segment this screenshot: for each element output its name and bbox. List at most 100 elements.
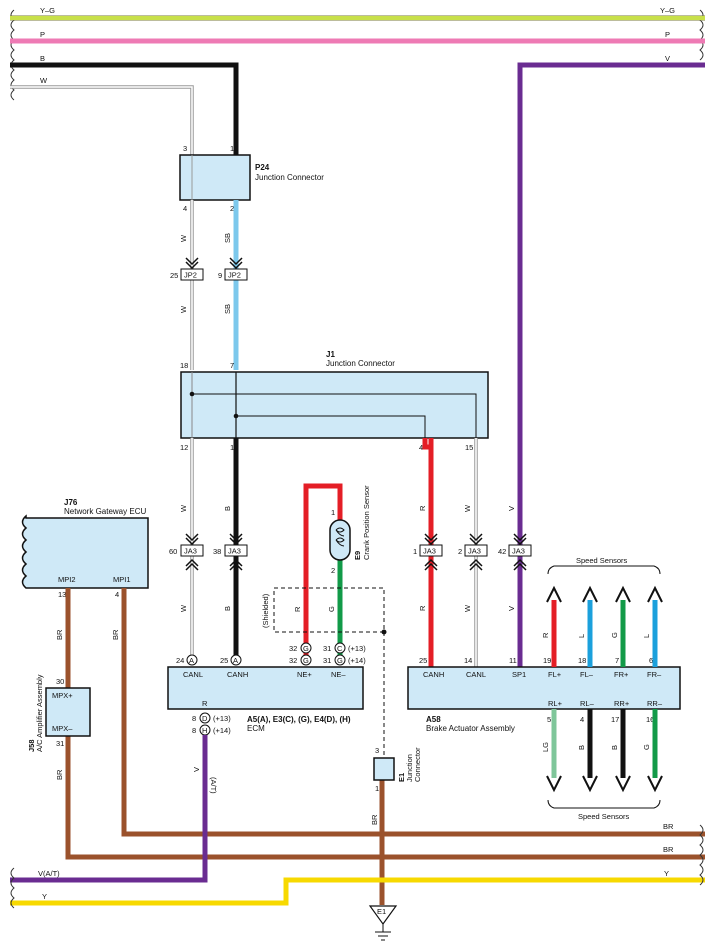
e1-id: E1: [397, 773, 406, 782]
wires-p24-j1: W SB W SB: [179, 200, 239, 370]
ja3-label-5: JA3: [512, 547, 525, 556]
e1-pin-3: 3: [375, 746, 379, 755]
j1-name: Junction Connector: [326, 359, 395, 368]
ecm-conn-c: C: [337, 644, 343, 653]
label-sb-p24a: SB: [223, 233, 232, 243]
ecm-note-13b: (+13): [213, 714, 231, 723]
a58-fr-minus: FR–: [647, 670, 662, 679]
label-yg-right: Y–G: [660, 6, 675, 15]
ecm-conn-g-1: G: [303, 644, 309, 653]
label-w-j1a: W: [179, 504, 188, 512]
a58-name: Brake Actuator Assembly: [426, 724, 515, 733]
j58-mpx-plus: MPX+: [52, 691, 73, 700]
a58-rl-minus: RL–: [580, 699, 595, 708]
e9-name: Crank Position Sensor: [362, 485, 371, 560]
label-br-2: BR: [111, 629, 120, 640]
a58-pin-11: 11: [509, 656, 517, 665]
ecm-ne-plus: NE+: [297, 670, 312, 679]
p24-connector: P24 Junction Connector 3 1 4 2: [179, 144, 324, 213]
speed-sensors-top: Speed Sensors: [576, 556, 628, 565]
p24-pin1: 1: [230, 144, 234, 153]
yellow-wire: Y Y: [10, 824, 705, 909]
a58-fl-minus: FL–: [580, 670, 594, 679]
e9-crank-sensor: 1 2 E9 Crank Position Sensor R G: [293, 483, 371, 655]
a58-pin-17: 17: [611, 715, 619, 724]
jp2-label-2: JP2: [228, 271, 241, 280]
j1-pin-12: 12: [180, 443, 188, 452]
label-sb-p24b: SB: [223, 304, 232, 314]
ecm-conn-g-3: G: [337, 656, 343, 665]
a58-pin-6: 6: [649, 656, 653, 665]
label-l-fr: L: [642, 634, 651, 638]
j1-pin-7: 7: [230, 361, 234, 370]
label-b-rr: B: [610, 745, 619, 750]
label-v: V: [665, 54, 670, 63]
label-g-fr: G: [610, 632, 619, 638]
jp2-label-1: JP2: [184, 271, 197, 280]
ecm-canh: CANH: [227, 670, 248, 679]
j1-connector: J1 Junction Connector 18 7 12 1 4 15: [180, 350, 489, 452]
p24-pin2: 2: [230, 204, 234, 213]
label-w: W: [40, 76, 48, 85]
j1-id: J1: [326, 350, 335, 359]
label-r-fl: R: [541, 632, 550, 638]
jp2-pin-25: 25: [170, 271, 178, 280]
ecm-pin-8a: 8: [192, 714, 196, 723]
ecm-pin-31b: 31: [323, 656, 331, 665]
ja3-pin-38: 38: [213, 547, 221, 556]
label-br-3: BR: [55, 769, 64, 780]
ecm-pin-25: 25: [220, 656, 228, 665]
a58-fl-plus: FL+: [548, 670, 562, 679]
a58-pin-25: 25: [419, 656, 427, 665]
a58-pin-16: 16: [646, 715, 654, 724]
j1-pin-1: 1: [230, 443, 234, 452]
a58-pin-14: 14: [464, 656, 472, 665]
j58-ac-amplifier: MPX+ MPX– 30 31 J58 A/C Amplifier Assemb…: [27, 674, 91, 752]
ja3-pin-42: 42: [498, 547, 506, 556]
ecm-pin-8b: 8: [192, 726, 196, 735]
j58-id: J58: [27, 739, 36, 752]
ecm-conn-g-2: G: [303, 656, 309, 665]
j58-mpx-minus: MPX–: [52, 724, 73, 733]
label-v-at: V(A/T): [38, 869, 60, 878]
j76-mpi1: MPI1: [113, 575, 131, 584]
label-p-right: P: [665, 30, 670, 39]
j1-pin-15: 15: [465, 443, 473, 452]
label-g-e9: G: [327, 606, 336, 612]
purple-bottom-wire: V (A/T) V(A/T): [10, 735, 218, 883]
label-br-1: BR: [55, 629, 64, 640]
a58-pin-4: 4: [580, 715, 584, 724]
ecm-note-14a: (+14): [348, 656, 366, 665]
j76-gateway-ecu: J76 Network Gateway ECU MPI2 MPI1 13 4: [21, 498, 149, 599]
wire-w-top: [10, 85, 194, 160]
shielded-label: (Shielded): [261, 593, 270, 628]
ecm-pin-24: 24: [176, 656, 184, 665]
label-b: B: [40, 54, 45, 63]
label-lg-rl: LG: [541, 742, 550, 752]
ecm-name: ECM: [247, 724, 265, 733]
label-v-a: V: [507, 506, 516, 511]
label-w-p24b: W: [179, 305, 188, 313]
label-at: (A/T): [209, 777, 218, 794]
label-l-fl: L: [577, 634, 586, 638]
label-r-j1a: R: [418, 505, 427, 511]
a58-pin-18: 18: [578, 656, 586, 665]
label-v-b: V: [507, 606, 516, 611]
p24-name: Junction Connector: [255, 173, 324, 182]
label-r-j1b: R: [418, 605, 427, 611]
label-w-j1c: W: [463, 504, 472, 512]
j76-mpi2: MPI2: [58, 575, 76, 584]
j1-pin-18: 18: [180, 361, 188, 370]
a58-brake-actuator: CANH CANL SP1 FL+ FL– FR+ FR– 25 14 11 1…: [407, 656, 681, 733]
ecm-pin-32a: 32: [289, 644, 297, 653]
shield-and-e1: (Shielded) 3 1 E1 Junction Connector E1: [261, 587, 422, 941]
ecm-note-14b: (+14): [213, 726, 231, 735]
ecm-ne-minus: NE–: [331, 670, 346, 679]
brown-wires: BR BR BR BR BR BR: [55, 588, 705, 905]
j58-pin-31: 31: [56, 739, 64, 748]
a58-pin-5: 5: [547, 715, 551, 724]
label-w-j1d: W: [463, 604, 472, 612]
ecm: A A 24 25 G G C G 32 32 31 31 (+13) (+14…: [167, 642, 366, 736]
ecm-pin-31a: 31: [323, 644, 331, 653]
